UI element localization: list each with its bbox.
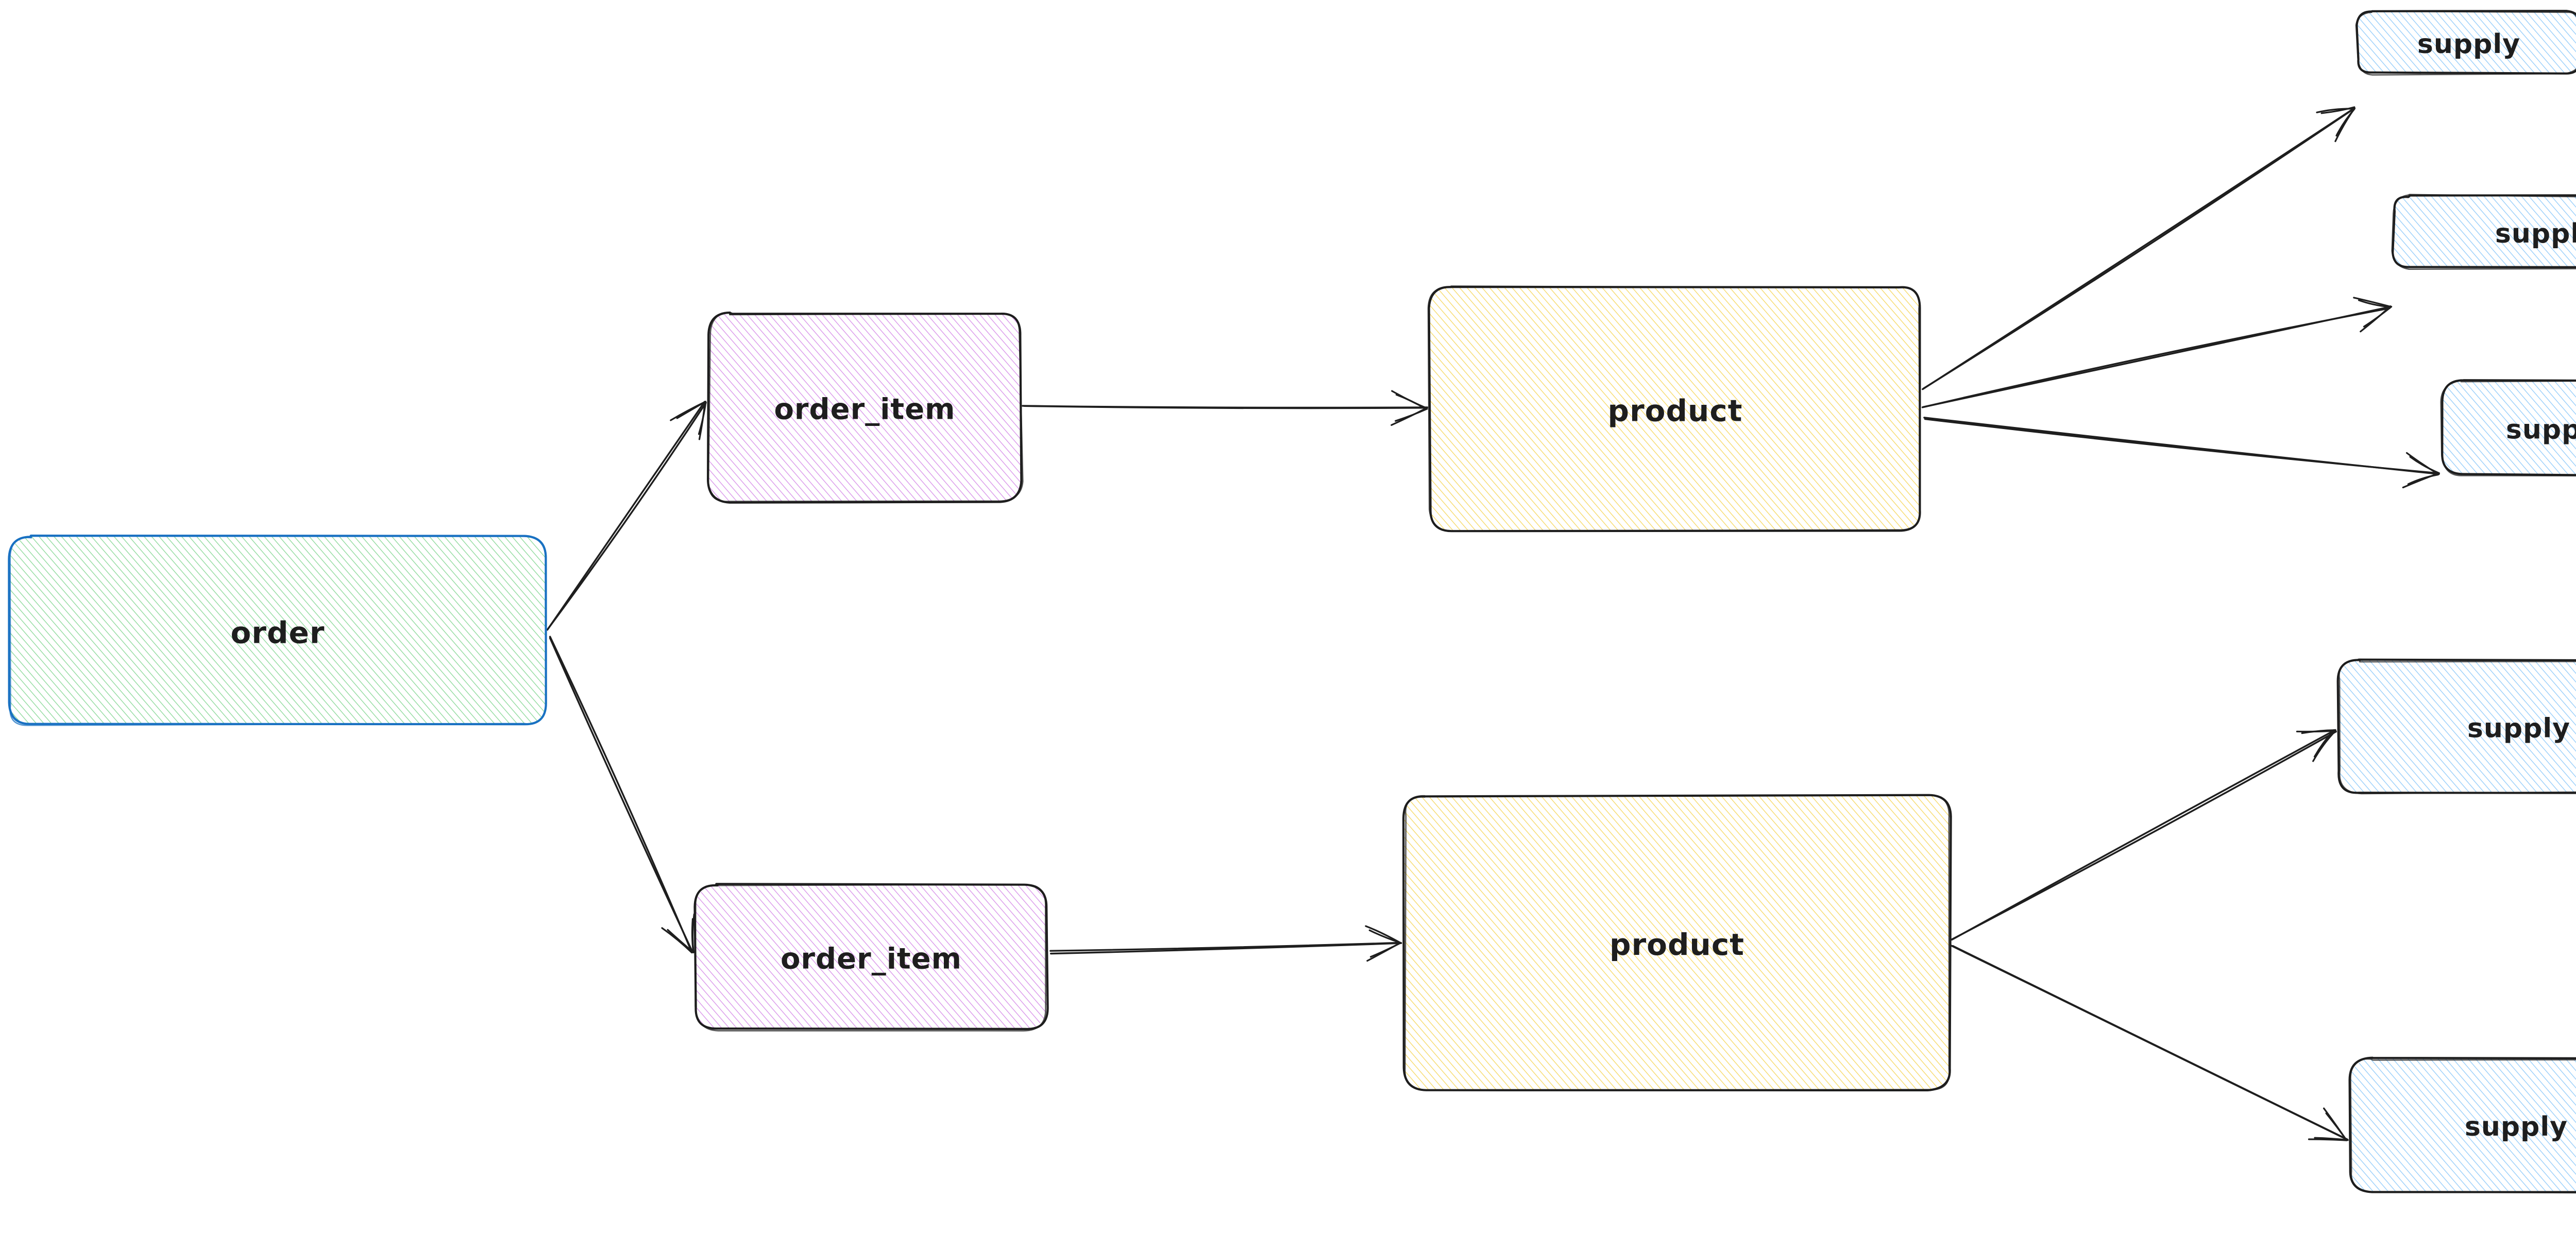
arrow-head-icon [661, 927, 693, 954]
node-label: supply [2465, 1111, 2568, 1142]
node-outline [2355, 10, 2576, 76]
node-outline [2350, 1058, 2576, 1194]
edge-stroke [1950, 945, 2349, 1141]
edge-order_item_1-to-product_1[interactable] [1022, 390, 1429, 426]
edge-product_1-to-supply_1[interactable] [1922, 106, 2356, 390]
node-fill [2394, 196, 2576, 267]
arrow-head-icon [2360, 305, 2392, 333]
node-supply_4[interactable]: supply [2335, 657, 2576, 796]
edge-stroke [1951, 729, 2336, 940]
node-fill [9, 537, 546, 725]
node-label: order [231, 615, 325, 650]
edge-stroke [1921, 307, 2391, 408]
arrow-head-icon [670, 401, 707, 421]
node-fill [2358, 11, 2576, 73]
arrow-head-icon [2353, 297, 2392, 308]
edge-stroke [1922, 108, 2355, 390]
arrow-head-icon [2334, 107, 2356, 142]
arrow-head-icon [1365, 925, 1402, 944]
edge-stroke [1924, 418, 2439, 474]
edge-stroke [547, 402, 707, 630]
edge-stroke [1050, 942, 1402, 955]
node-order[interactable]: order [6, 534, 549, 728]
node-outline [694, 884, 1046, 1032]
edge-stroke [546, 401, 706, 631]
edge-stroke [1022, 405, 1429, 409]
edge-stroke [1950, 730, 2337, 941]
node-label: supply [2506, 415, 2576, 446]
node-fill [2338, 660, 2576, 793]
node-outline [1404, 794, 1950, 1091]
node-outline [2391, 194, 2576, 270]
edge-layer [546, 106, 2440, 1141]
node-fill [696, 885, 1047, 1029]
node-outline [9, 534, 547, 726]
arrow-head-icon [2316, 108, 2355, 113]
arrow-head-icon [1391, 407, 1427, 426]
node-supply_2[interactable]: supply [2391, 193, 2576, 270]
node-supply_1[interactable]: supply [2354, 8, 2576, 76]
edge-product_2-to-supply_5[interactable] [1950, 945, 2349, 1141]
node-fill [708, 313, 1021, 502]
node-outline [1427, 285, 1921, 532]
arrow-head-icon [1366, 942, 1401, 962]
edge-order-to-order_item_2[interactable] [549, 636, 695, 954]
edge-order-to-order_item_1[interactable] [546, 401, 707, 631]
arrow-head-icon [2312, 730, 2337, 762]
edge-product_1-to-supply_2[interactable] [1921, 297, 2393, 408]
node-label: product [1608, 393, 1743, 429]
arrow-head-icon [692, 913, 695, 953]
node-label: supply [2467, 713, 2570, 744]
arrow-head-icon [2313, 729, 2335, 758]
node-outline [2440, 380, 2576, 477]
arrow-head-icon [2308, 1138, 2348, 1141]
arrow-head-icon [2358, 299, 2391, 308]
arrow-head-icon [1391, 390, 1428, 409]
node-supply_5[interactable]: supply [2347, 1055, 2576, 1194]
edge-product_1-to-supply_3[interactable] [1923, 417, 2440, 489]
node-order_item_2[interactable]: order_item [692, 882, 1050, 1032]
node-label: supply [2495, 218, 2576, 249]
edge-order_item_2-to-product_2[interactable] [1049, 925, 1402, 962]
node-fill [1430, 286, 1921, 531]
node-label: order_item [774, 393, 955, 426]
node-supply_3[interactable]: supply [2439, 378, 2576, 478]
node-fill [2442, 381, 2576, 475]
node-layer: orderorder_itemorder_itemproductproducts… [6, 8, 2576, 1194]
node-order_item_1[interactable]: order_item [705, 310, 1024, 505]
arrow-head-icon [2402, 472, 2439, 489]
node-product_1[interactable]: product [1427, 283, 1924, 534]
edge-product_2-to-supply_4[interactable] [1950, 729, 2337, 941]
arrow-head-icon [698, 401, 706, 440]
node-label: product [1609, 927, 1744, 962]
node-label: order_item [781, 943, 962, 976]
edge-stroke [1922, 107, 2355, 390]
node-outline [707, 312, 1024, 502]
node-fill [1404, 796, 1950, 1089]
node-fill [2350, 1058, 2576, 1191]
edge-stroke [549, 636, 692, 952]
node-outline [2338, 658, 2576, 795]
node-label: supply [2417, 29, 2520, 60]
arrow-head-icon [667, 929, 694, 953]
arrow-head-icon [2405, 452, 2439, 475]
node-product_2[interactable]: product [1401, 793, 1953, 1092]
arrow-head-icon [2323, 1107, 2347, 1141]
